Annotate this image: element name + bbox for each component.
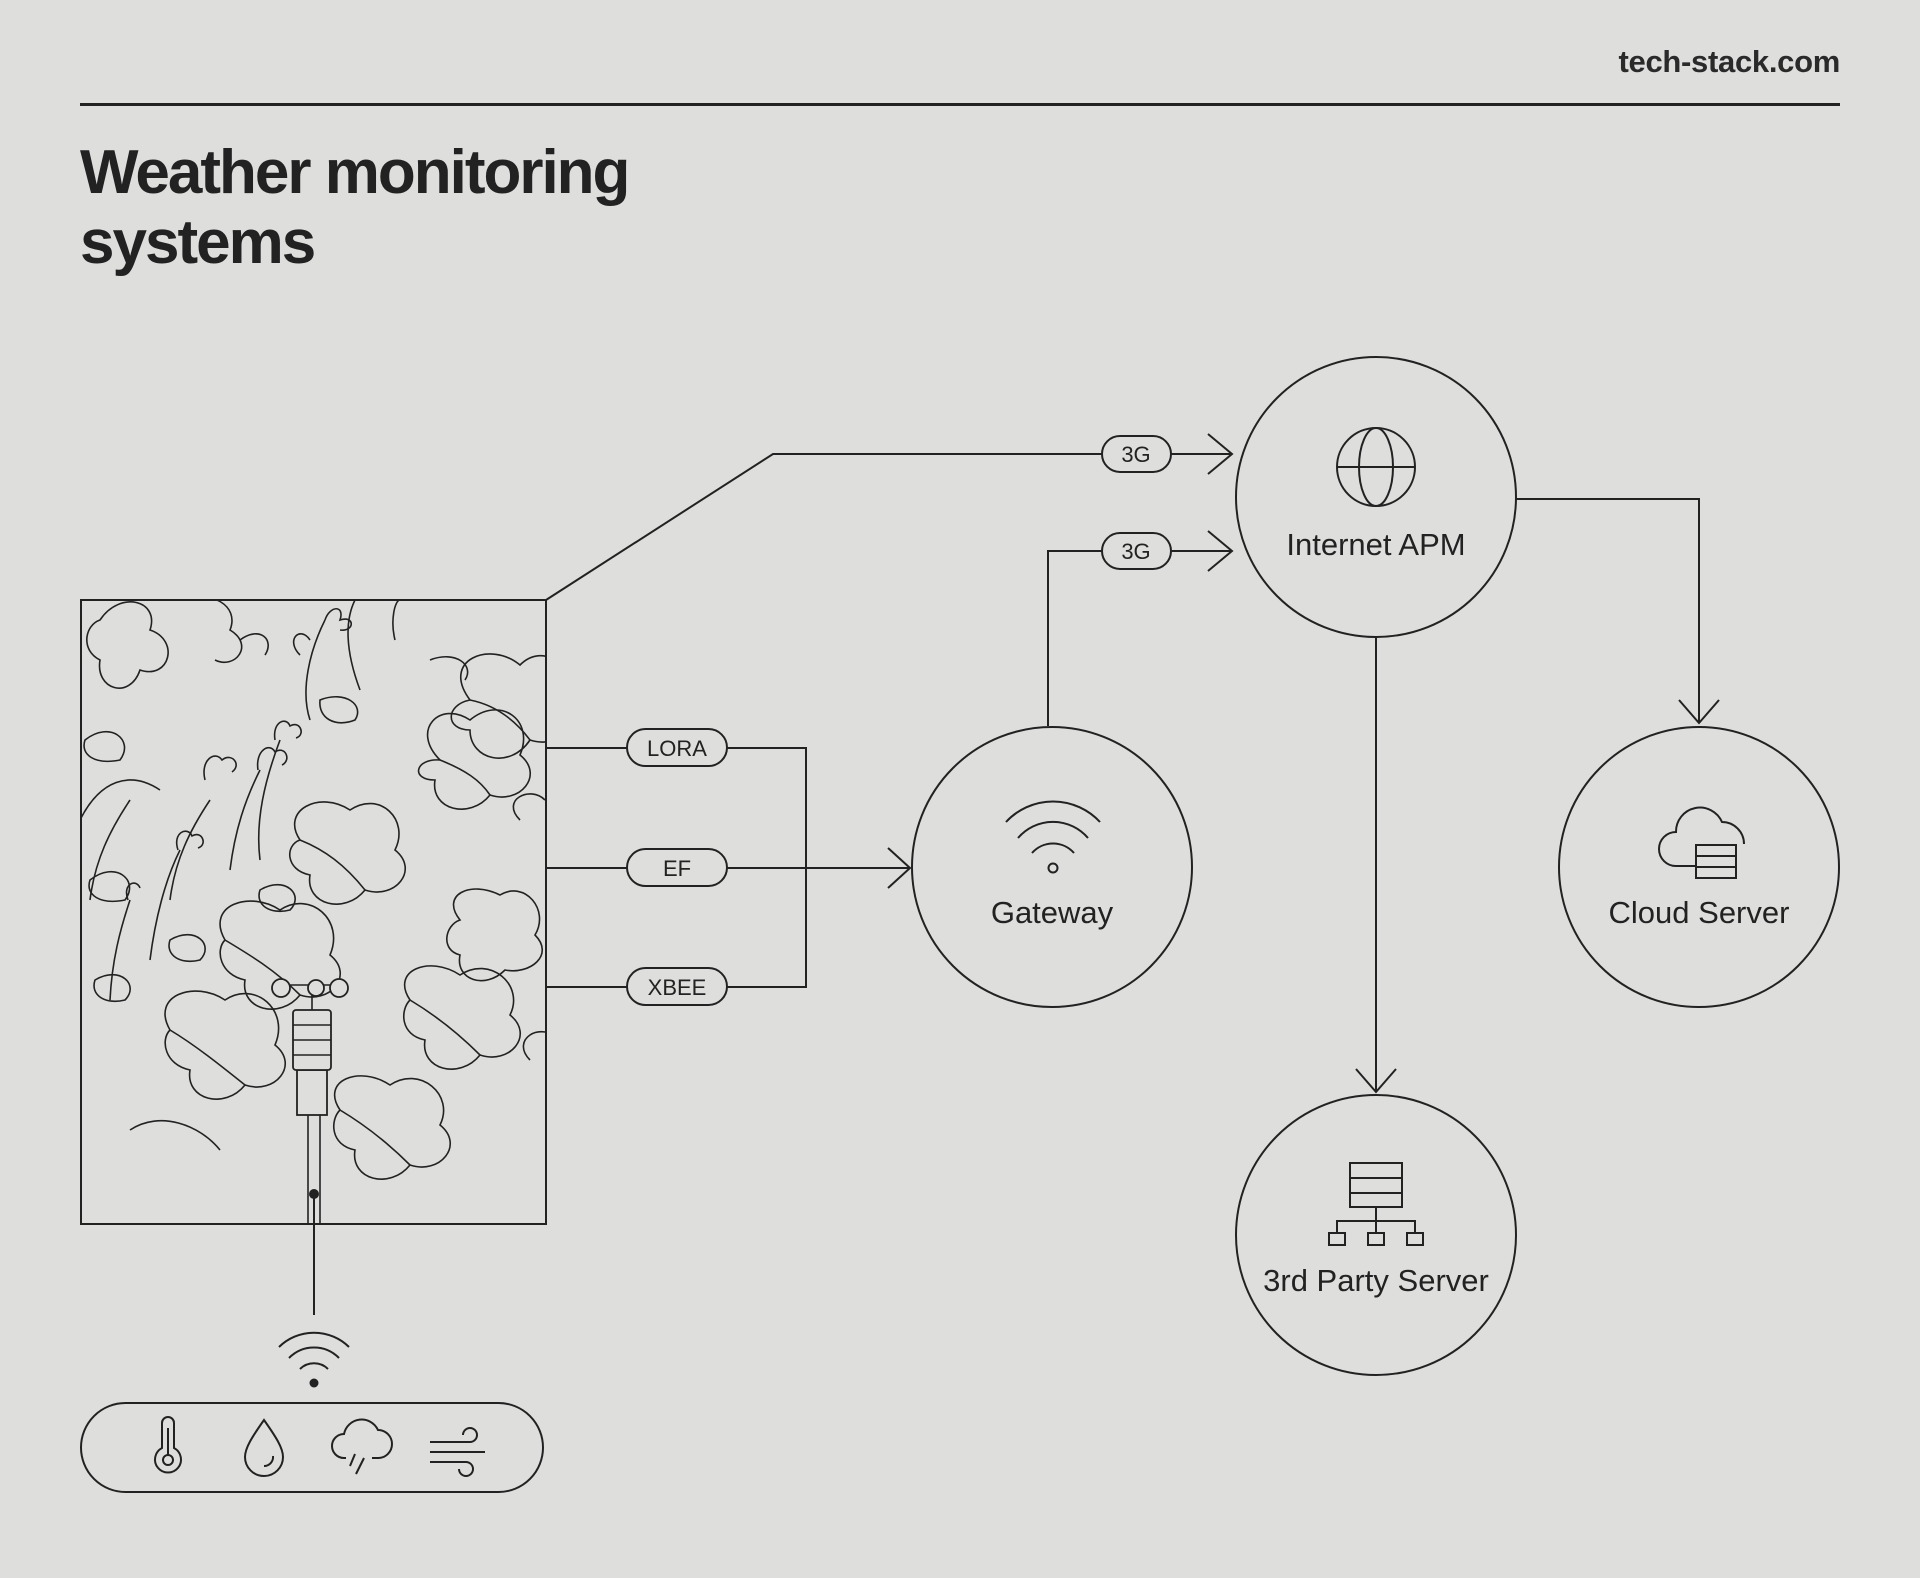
- title-line-2: systems: [80, 208, 316, 277]
- pill-lora-label: LORA: [647, 736, 707, 761]
- wifi-icon: [1005, 800, 1101, 874]
- cloud-server-node: Cloud Server: [1558, 726, 1840, 1008]
- thermometer-icon: [154, 1416, 182, 1474]
- cloud-server-icon: [1658, 806, 1745, 879]
- internet-apm-node: Internet APM: [1235, 356, 1517, 638]
- gateway-node: Gateway: [911, 726, 1193, 1008]
- pill-3g-top: 3G: [1101, 435, 1172, 473]
- sensor-panel: [80, 1331, 544, 1493]
- title-line-1: Weather monitoring: [80, 138, 630, 207]
- connector-field-internet: [545, 453, 1102, 601]
- third-party-server-node: 3rd Party Server: [1235, 1094, 1517, 1376]
- wireless-signal-icon: [278, 1331, 350, 1388]
- arrowhead-internet-top: [1207, 433, 1234, 475]
- pill-3g-mid-label: 3G: [1121, 539, 1150, 564]
- gateway-label: Gateway: [991, 895, 1114, 930]
- plants-drawing: [81, 600, 546, 1224]
- globe-icon: [1336, 427, 1416, 507]
- rain-cloud-icon: [331, 1418, 393, 1475]
- connectors: [309, 433, 1720, 1315]
- pill-ef-label: EF: [663, 856, 691, 881]
- internet-apm-label: Internet APM: [1286, 527, 1465, 562]
- pill-xbee-label: XBEE: [648, 975, 707, 1000]
- site-name: tech-stack.com: [1618, 44, 1840, 79]
- wind-icon: [430, 1427, 485, 1477]
- arrowhead-internet-mid: [1207, 530, 1234, 572]
- station-node-dot: [309, 1189, 319, 1199]
- field-illustration: [80, 599, 547, 1225]
- third-party-server-label: 3rd Party Server: [1263, 1263, 1489, 1298]
- connector-internet-cloud: [1516, 498, 1700, 723]
- water-drop-icon: [243, 1418, 285, 1477]
- sensor-capsule: [80, 1402, 544, 1493]
- field-frame: [80, 599, 547, 1225]
- server-network-icon: [1328, 1162, 1424, 1246]
- arrowhead-gateway: [887, 847, 912, 889]
- pill-lora: LORA: [626, 728, 728, 767]
- connector-gateway-internet: [1047, 550, 1102, 726]
- pill-3g-mid: 3G: [1101, 532, 1172, 570]
- pill-xbee: XBEE: [626, 967, 728, 1006]
- pill-3g-top-label: 3G: [1121, 442, 1150, 467]
- pill-ef: EF: [626, 848, 728, 887]
- cloud-server-label: Cloud Server: [1609, 895, 1790, 930]
- page-title: Weather monitoring systems: [80, 138, 780, 278]
- arrowhead-thirdparty: [1355, 1068, 1397, 1094]
- arrowhead-cloud: [1678, 699, 1720, 725]
- weather-station: [271, 978, 349, 1224]
- header-divider: [80, 103, 1840, 106]
